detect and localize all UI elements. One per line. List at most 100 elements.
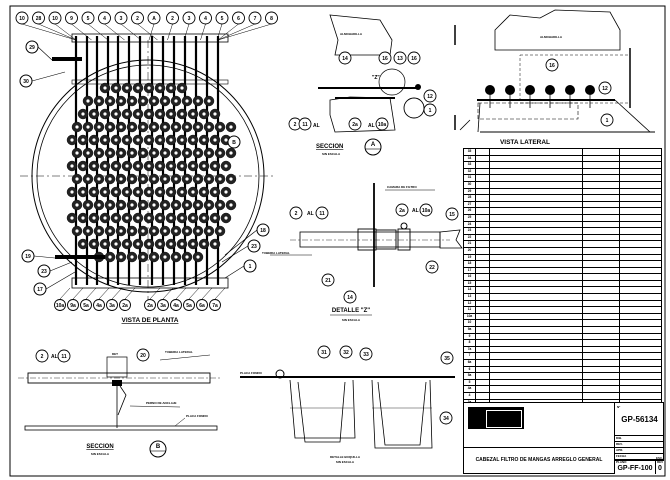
bom-cell	[488, 180, 583, 189]
filter-bag-center	[130, 229, 134, 233]
bom-row: 25	[463, 213, 663, 222]
bom-cell	[618, 306, 663, 314]
filter-bag-center	[169, 216, 173, 220]
balloon-bottom-5a: 5a	[80, 299, 92, 311]
svg-text:10: 10	[52, 16, 58, 22]
filter-bag-center	[174, 229, 178, 233]
side-filter-bag	[565, 85, 575, 95]
svg-text:5: 5	[87, 16, 90, 22]
balloon-side-1: 1	[600, 113, 614, 127]
side-filter-bag	[545, 85, 555, 95]
bom-cell	[474, 319, 490, 328]
balloon-nozzle-34: 34	[439, 411, 453, 425]
bom-row: 35	[463, 148, 663, 156]
bom-cell	[581, 378, 620, 387]
bom-cell	[618, 200, 663, 209]
bom-row: 33	[463, 161, 663, 169]
svg-text:AL: AL	[51, 354, 58, 360]
bom-cell	[474, 148, 490, 156]
filter-bag-center	[218, 125, 222, 129]
bom-cell	[488, 345, 583, 354]
filter-bag-center	[207, 229, 211, 233]
filter-bag-center	[75, 203, 79, 207]
filter-bag-center	[86, 229, 90, 233]
balloon-top-5: 5	[81, 11, 95, 25]
balloon-14: 14	[338, 51, 352, 65]
bom-cell	[618, 332, 663, 341]
filter-bag-center	[152, 255, 156, 259]
filter-bag-center	[114, 164, 118, 168]
section-b-marker: B	[149, 440, 167, 458]
bom-cell	[581, 326, 620, 334]
filter-bag-center	[103, 216, 107, 220]
filter-bag-center	[174, 151, 178, 155]
filter-bag-center	[163, 177, 167, 181]
balloon-top-2: 2	[131, 11, 144, 25]
filter-bag-center	[152, 151, 156, 155]
svg-text:A: A	[371, 142, 376, 148]
filter-bag-center	[169, 164, 173, 168]
bom-cell	[581, 174, 620, 182]
bom-cell	[618, 319, 663, 328]
filter-bag-center	[136, 164, 140, 168]
filter-bag-center	[224, 138, 228, 142]
filter-bag-center	[169, 138, 173, 142]
bom-cell	[488, 332, 583, 341]
filter-bag-center	[136, 112, 140, 116]
bom-cell	[581, 233, 620, 242]
filter-bag-center	[136, 216, 140, 220]
svg-text:35: 35	[444, 356, 450, 362]
svg-text:2: 2	[41, 354, 44, 360]
bom-cell: 10	[463, 319, 476, 328]
balloon-17: 17	[33, 282, 47, 296]
filter-bag-center	[229, 177, 233, 181]
bom-row: 7a	[463, 345, 663, 354]
bom-cell	[581, 246, 620, 255]
balloon-bottom-3a: 3a	[157, 299, 169, 311]
svg-text:DET: DET	[112, 352, 118, 356]
filter-bag-center	[114, 138, 118, 142]
svg-text:AL: AL	[368, 123, 375, 129]
bom-cell	[618, 352, 663, 360]
filter-bag-center	[158, 138, 162, 142]
bom-cell	[488, 306, 583, 314]
svg-text:SIN ESCALA: SIN ESCALA	[322, 152, 341, 156]
balloon-top-2: 2	[166, 11, 179, 25]
bom-cell	[474, 260, 490, 268]
filter-bag-center	[125, 86, 129, 90]
bom-cell	[618, 378, 663, 387]
svg-text:18: 18	[260, 228, 266, 234]
filter-bag-center	[108, 177, 112, 181]
svg-text:12: 12	[427, 94, 433, 100]
filter-bag-center	[196, 203, 200, 207]
filter-bag-center	[163, 255, 167, 259]
bom-cell	[488, 154, 583, 163]
filter-bag-center	[152, 229, 156, 233]
filter-bag-center	[86, 177, 90, 181]
bom-cell	[488, 240, 583, 248]
balloon-nozzle-35: 35	[440, 351, 454, 365]
bom-cell	[581, 220, 620, 229]
detail-z-title: DETALLE "Z"	[332, 308, 370, 314]
filter-bag-center	[191, 190, 195, 194]
svg-text:29: 29	[29, 45, 35, 51]
side-filter-bag	[585, 85, 595, 95]
filter-bag-center	[81, 112, 85, 116]
bom-cell	[618, 154, 663, 163]
filter-bag-center	[229, 203, 233, 207]
bom-cell	[581, 154, 620, 163]
balloon-side-16: 16	[545, 58, 559, 72]
svg-text:2a: 2a	[352, 122, 358, 128]
doc-number: GP-56134	[621, 415, 658, 424]
bom-cell	[474, 339, 490, 347]
bom-cell	[581, 273, 620, 281]
bom-cell	[618, 326, 663, 334]
balloon-bottom-9a: 9a	[67, 299, 79, 311]
svg-text:2a: 2a	[399, 208, 405, 214]
filter-bag-center	[119, 255, 123, 259]
filter-bag-center	[70, 138, 74, 142]
bom-cell	[581, 187, 620, 196]
bom-cell	[488, 187, 583, 196]
filter-bag-center	[202, 112, 206, 116]
bom-cell	[474, 391, 490, 400]
